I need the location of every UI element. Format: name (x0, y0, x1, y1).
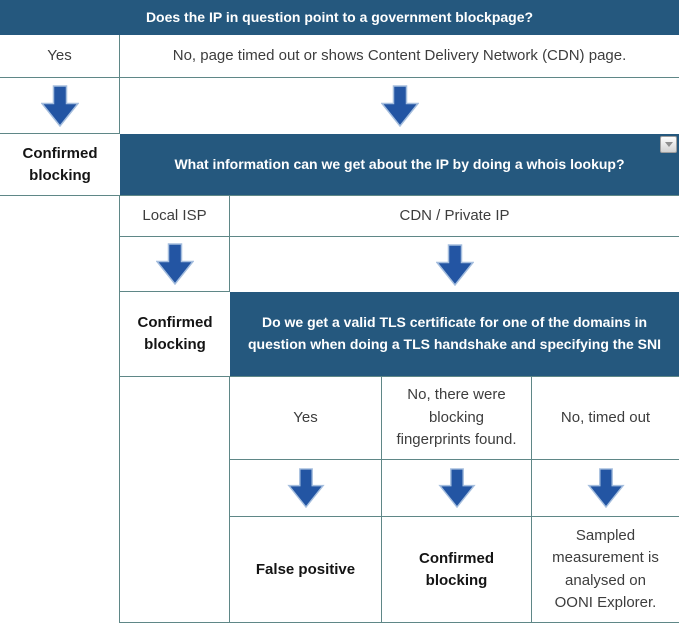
arrow-cell-local-isp-branch (120, 237, 230, 292)
question-blockpage-text: Does the IP in question point to a gover… (145, 8, 534, 25)
question-blockpage-header: Does the IP in question point to a gover… (0, 0, 679, 35)
question-whois-text: What information can we get about the IP… (174, 155, 625, 172)
outcome-false-positive-text: False positive (255, 560, 356, 578)
blockpage-answer-yes-text: Yes (47, 46, 72, 64)
down-arrow-icon (435, 243, 474, 286)
tls-answer-yes-text: Yes (293, 408, 318, 426)
arrow-cell-no-branch (120, 78, 679, 134)
arrow-cell-tls-fingerprints (382, 460, 532, 517)
outcome-confirmed-blocking-1-text: Confirmed blocking (22, 144, 98, 184)
tls-answer-timed-out-text: No, timed out (560, 408, 651, 426)
filter-dropdown-icon[interactable] (660, 136, 677, 153)
whois-answer-cdn-private-text: CDN / Private IP (399, 206, 510, 224)
tls-answer-fingerprints-cell: No, there were blocking fingerprints fou… (382, 377, 532, 460)
blockpage-answer-no-text: No, page timed out or shows Content Deli… (172, 46, 627, 64)
tls-answer-timed-out-cell: No, timed out (532, 377, 679, 460)
outcome-confirmed-blocking-2-cell: Confirmed blocking (120, 292, 230, 377)
arrow-cell-tls-timeout (532, 460, 679, 517)
left-column-empty-cell (0, 196, 120, 623)
down-arrow-icon (286, 468, 325, 508)
down-arrow-icon (380, 85, 419, 127)
blockpage-answer-yes-cell: Yes (0, 35, 120, 78)
question-whois-header: What information can we get about the IP… (120, 134, 679, 196)
outcome-false-positive-cell: False positive (230, 517, 382, 623)
arrow-cell-tls-yes (230, 460, 382, 517)
whois-answer-cdn-private-cell: CDN / Private IP (230, 196, 679, 237)
whois-answer-local-isp-text: Local ISP (142, 206, 207, 224)
tls-answer-fingerprints-text: No, there were blocking fingerprints fou… (396, 386, 517, 449)
down-arrow-icon (40, 84, 79, 127)
outcome-sampled-measurement-text: Sampled measurement is analysed on OONI … (552, 526, 659, 612)
blockpage-answer-no-cell: No, page timed out or shows Content Deli… (120, 35, 679, 78)
tls-answer-yes-cell: Yes (230, 377, 382, 460)
down-arrow-icon (437, 468, 476, 508)
question-tls-header: Do we get a valid TLS certificate for on… (230, 292, 679, 377)
arrow-cell-cdn-branch (230, 237, 679, 292)
whois-answer-local-isp-cell: Local ISP (120, 196, 230, 237)
down-arrow-icon (586, 468, 625, 508)
outcome-confirmed-blocking-3-cell: Confirmed blocking (382, 517, 532, 623)
down-arrow-icon (155, 243, 194, 285)
question-tls-text: Do we get a valid TLS certificate for on… (247, 314, 662, 352)
outcome-confirmed-blocking-3-text: Confirmed blocking (419, 549, 494, 589)
arrow-cell-yes-branch (0, 78, 120, 134)
outcome-confirmed-blocking-2-text: Confirmed blocking (137, 314, 213, 353)
outcome-sampled-measurement-cell: Sampled measurement is analysed on OONI … (532, 517, 679, 623)
second-column-empty-cell (120, 377, 230, 623)
outcome-confirmed-blocking-1-cell: Confirmed blocking (0, 134, 120, 196)
chevron-down-icon (664, 142, 673, 147)
